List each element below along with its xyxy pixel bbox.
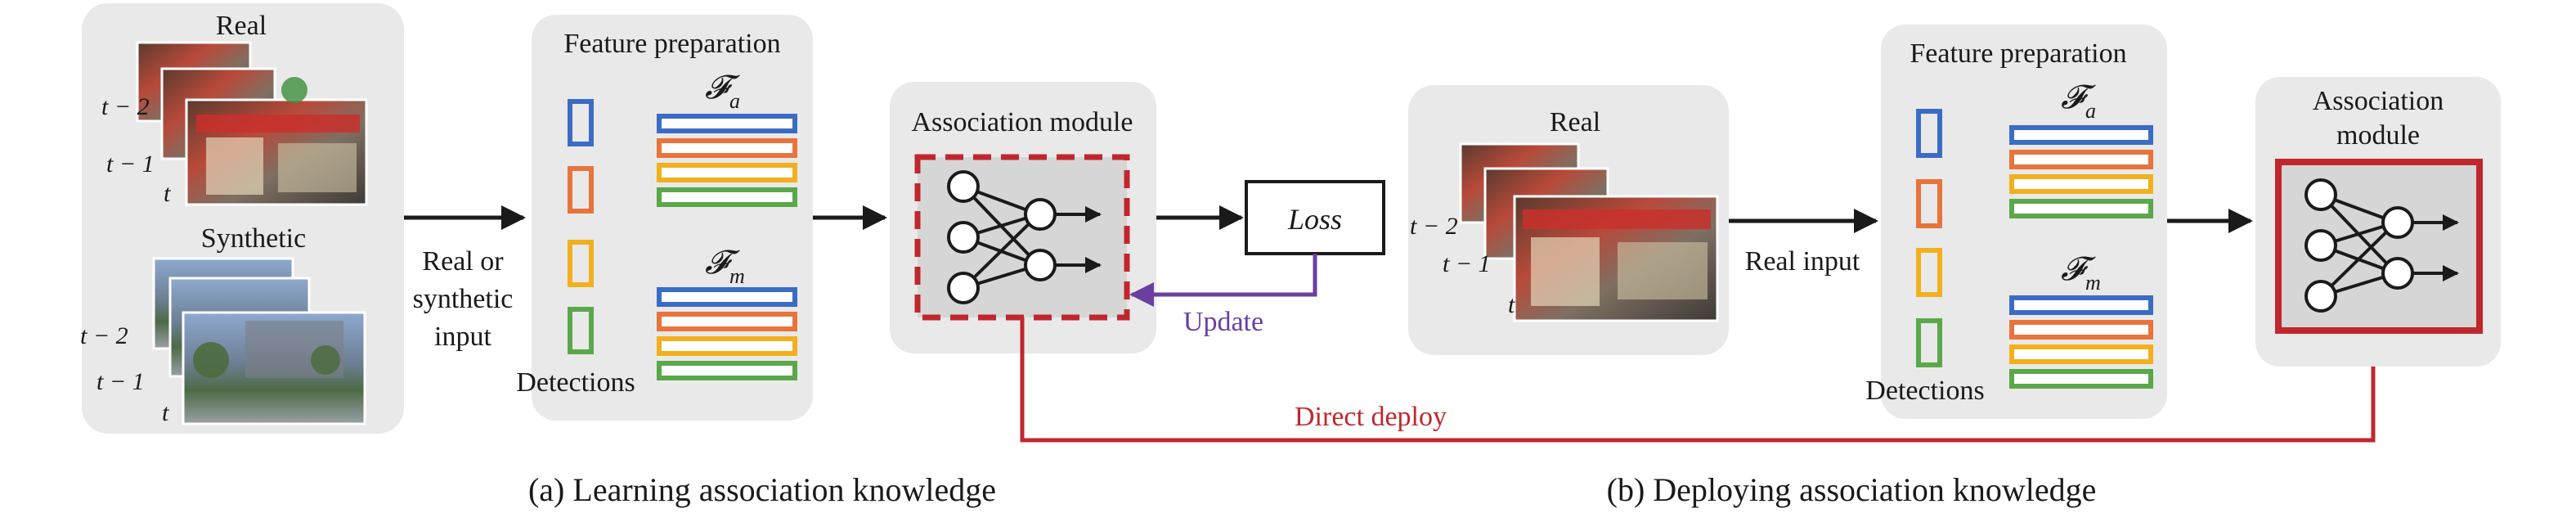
frame-label-t-syn-a: t: [162, 399, 169, 426]
frame-label-t1-syn-a: t − 1: [96, 368, 145, 395]
real-label-b: Real: [1550, 107, 1600, 137]
feature-prep-panel-b: Feature preparation Detections 𝓕 a 𝓕 m: [1865, 25, 2167, 419]
svg-text:Real or: Real or: [422, 246, 504, 277]
direct-deploy-label: Direct deploy: [1295, 402, 1447, 432]
input-panel-a: Real t − 2 t − 1 t Synthetic t − 2 t − 1…: [80, 3, 404, 434]
detections-label-a: Detections: [516, 367, 635, 398]
svg-text:synthetic: synthetic: [413, 284, 514, 314]
real-label-a: Real: [216, 11, 267, 41]
caption-a: (a) Learning association knowledge: [528, 471, 996, 508]
svg-text:m: m: [729, 264, 745, 288]
detection-box-orange-b: [1916, 179, 1942, 228]
frame-label-t1-real-a: t − 1: [106, 151, 155, 178]
feature-prep-title-b: Feature preparation: [1910, 38, 2126, 69]
loss-label-a: Loss: [1287, 203, 1342, 236]
detection-box-yellow-a: [568, 240, 594, 287]
fa-feature-stack-b: [2009, 125, 2153, 218]
frame-label-t2-real-b: t − 2: [1410, 213, 1458, 240]
detection-box-green-b: [1916, 318, 1942, 367]
direct-deploy-arrow: [1020, 317, 2385, 443]
association-title-line2-b: module: [2336, 120, 2420, 151]
caption-b: (b) Deploying association knowledge: [1607, 471, 2097, 508]
svg-text:a: a: [2085, 99, 2096, 123]
fm-feature-stack-b: [2009, 295, 2153, 389]
frame-label-t-real-a: t: [164, 180, 171, 207]
detection-box-blue-a: [568, 99, 594, 146]
detection-box-green-a: [568, 307, 594, 354]
fa-feature-stack-a: [657, 114, 797, 207]
neural-net-icon-b: [2304, 178, 2459, 313]
real-frames-a: [136, 41, 368, 206]
neural-net-icon-a: [947, 170, 1102, 304]
association-title-a: Association module: [911, 107, 1133, 137]
feature-prep-panel-a: Feature preparation Detections 𝓕 a 𝓕 m: [516, 15, 813, 421]
detection-box-blue-b: [1916, 109, 1942, 158]
svg-text:input: input: [434, 322, 491, 352]
association-panel-b: Association module: [2255, 77, 2501, 367]
frame-label-t2-real-a: t − 2: [101, 93, 150, 120]
update-label-a: Update: [1183, 307, 1263, 337]
synthetic-frames-a: [152, 257, 366, 425]
association-panel-a: Association module: [890, 82, 1156, 353]
frame-label-t-real-b: t: [1508, 291, 1515, 318]
fm-feature-stack-a: [657, 287, 797, 380]
frame-label-t2-syn-a: t − 2: [80, 322, 128, 349]
input-panel-b: Real t − 2 t − 1 t: [1408, 85, 1729, 355]
loss-box-a: Loss: [1245, 180, 1385, 255]
frame-label-t1-real-b: t − 1: [1443, 250, 1491, 277]
svg-text:a: a: [729, 89, 740, 113]
update-arrow-a: [1129, 254, 1317, 307]
feature-prep-title-a: Feature preparation: [563, 29, 780, 59]
real-frames-b: [1459, 142, 1719, 322]
association-title-line1-b: Association: [2313, 86, 2444, 116]
svg-text:m: m: [2085, 271, 2101, 295]
detection-box-orange-a: [568, 166, 594, 214]
input-arrow-label-b: Real input: [1745, 246, 1860, 277]
input-arrow-label-a: Real or synthetic input: [413, 246, 514, 352]
detections-label-b: Detections: [1865, 376, 1984, 406]
synthetic-label-a: Synthetic: [201, 223, 306, 254]
detection-box-yellow-b: [1916, 248, 1942, 297]
